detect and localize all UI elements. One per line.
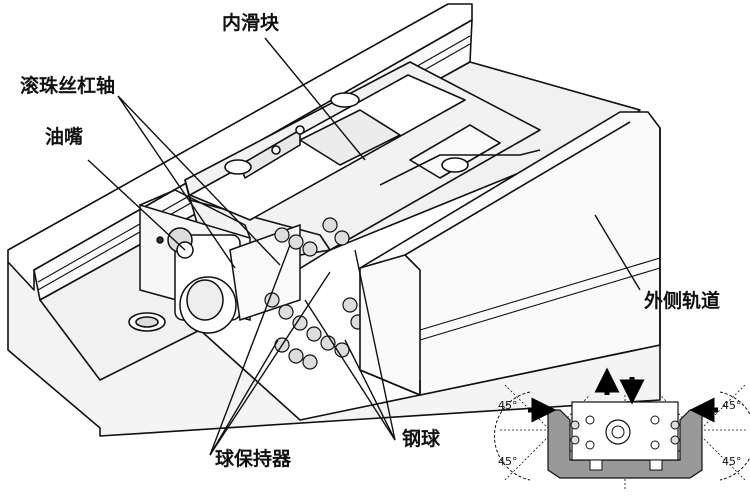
- leader-retainer-1: [209, 244, 291, 456]
- inset-cross-section: [493, 367, 750, 490]
- angle-bottom-left: 45°: [498, 455, 518, 468]
- angle-bottom-right: 45°: [722, 455, 742, 468]
- leader-oil-nozzle: [87, 159, 186, 251]
- inset-arc-right: [719, 391, 750, 481]
- angle-top-left: 45°: [498, 399, 518, 412]
- leader-lines: [87, 37, 641, 456]
- steel-balls: [264, 217, 366, 370]
- leader-retainer-3: [209, 271, 331, 456]
- label-steel-ball: 钢球: [402, 428, 441, 450]
- outer-rail: [359, 111, 661, 396]
- label-ball-screw: 滚珠丝杠轴: [20, 75, 116, 97]
- label-ball-retainer: 球保持器: [215, 448, 292, 470]
- label-oil-nozzle: 油嘴: [45, 126, 84, 148]
- leader-ball-1: [304, 299, 396, 441]
- angle-top-right: 45°: [722, 399, 742, 412]
- inset-arc-left: [493, 391, 531, 481]
- leader-inner-block: [264, 37, 366, 161]
- leader-ball-3: [354, 249, 396, 441]
- leader-ball-screw-2: [117, 95, 236, 269]
- label-inner-block: 内滑块: [222, 12, 280, 34]
- leader-ball-screw: [117, 95, 281, 266]
- label-outer-rail: 外侧轨道: [644, 290, 721, 312]
- leader-ball-2: [344, 339, 396, 441]
- leader-outer-rail: [594, 214, 641, 291]
- leader-retainer-2: [209, 339, 279, 456]
